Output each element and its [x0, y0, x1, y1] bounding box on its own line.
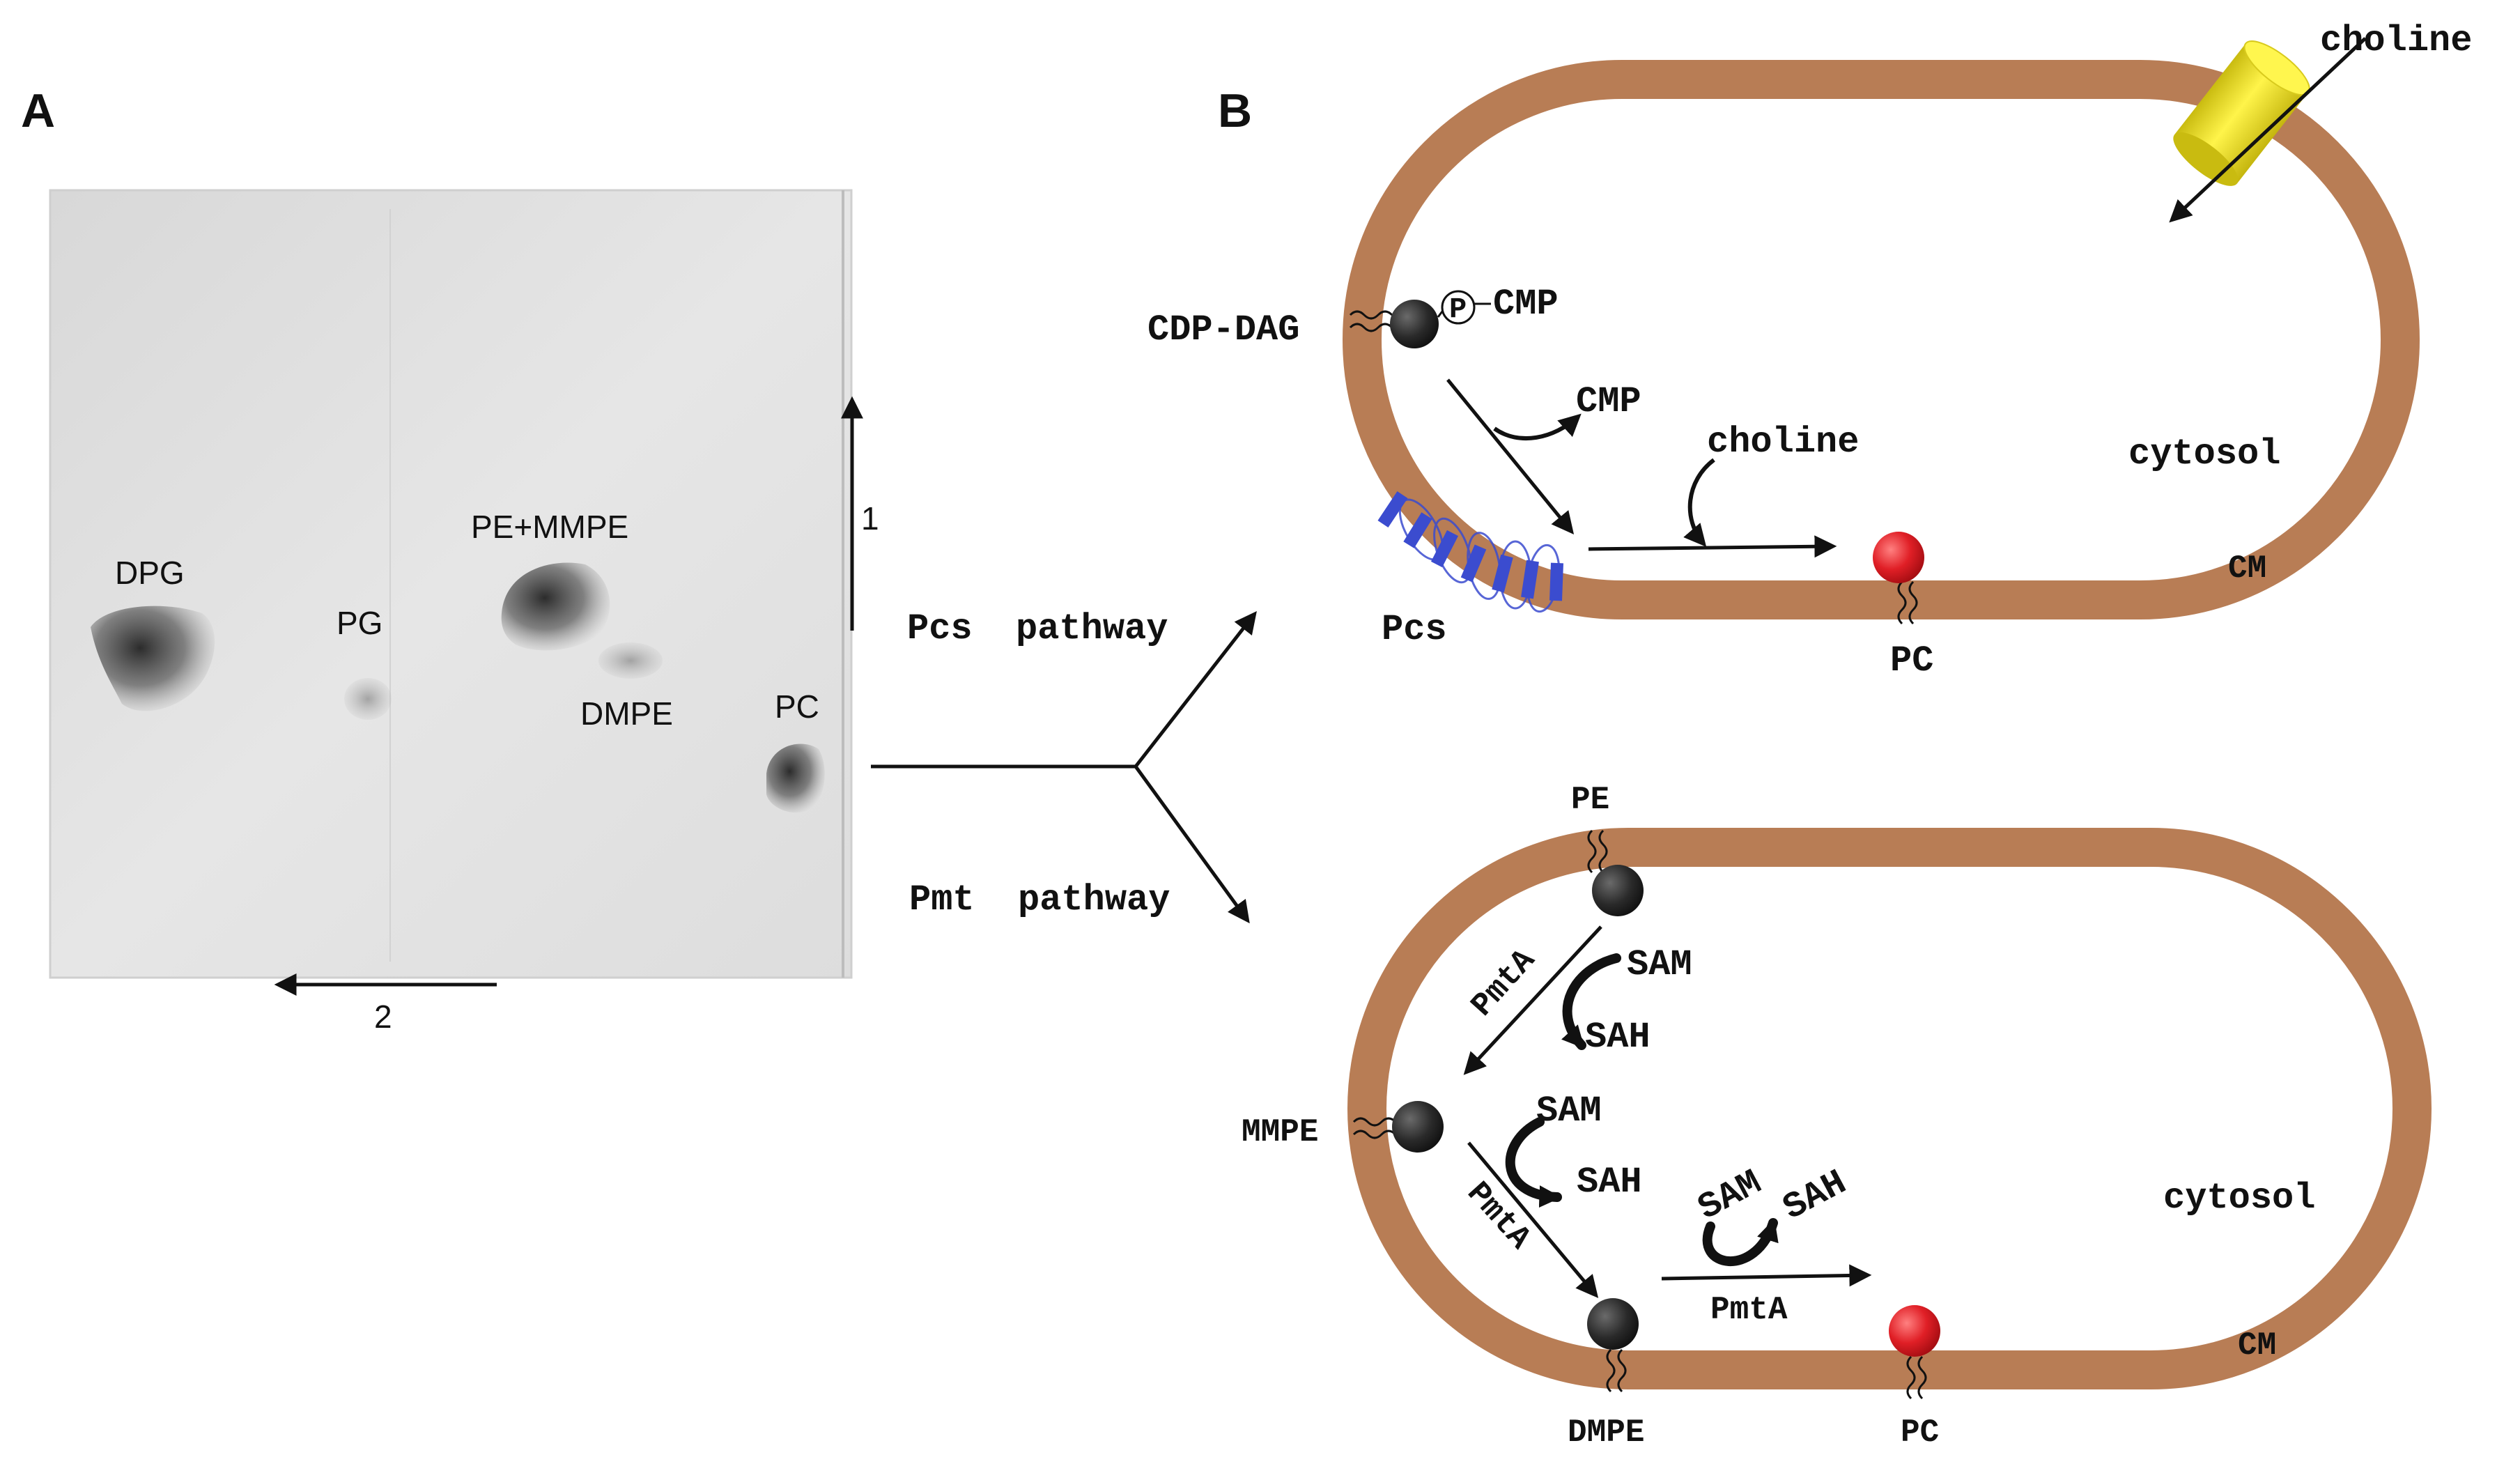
panel-a-letter: A	[21, 84, 55, 137]
pmta-1-label: PmtA	[1464, 942, 1543, 1024]
sah-3-label: SAH	[1777, 1162, 1853, 1229]
bottom-cm-label: CM	[2238, 1327, 2276, 1364]
cdp-dag-lipid	[1349, 290, 1491, 348]
sam-sah-1-arrow	[1561, 953, 1621, 1050]
choline-input-arrow	[1683, 458, 1715, 547]
bottom-cell-membrane	[1347, 828, 2432, 1389]
spot-pg	[344, 678, 392, 720]
sam-3-label: SAM	[1692, 1162, 1768, 1229]
sam-2-label: SAM	[1536, 1091, 1602, 1132]
cmp-release-arrow	[1493, 413, 1582, 440]
mmpe-lipid	[1352, 1101, 1444, 1153]
sam-sah-2-arrow	[1505, 1117, 1562, 1208]
top-cm-label: CM	[2228, 550, 2266, 587]
pcs-label: Pcs	[1382, 609, 1447, 650]
spot-dpg	[91, 606, 215, 711]
mmpe-label: MMPE	[1242, 1114, 1318, 1150]
bottom-pc-lipid	[1889, 1305, 1940, 1400]
cmp-released-label: CMP	[1576, 381, 1641, 422]
label-dpg: DPG	[115, 555, 185, 591]
top-pc-label: PC	[1890, 640, 1933, 681]
pe-label: PE	[1571, 782, 1609, 818]
phosphate-circle	[1441, 290, 1476, 325]
dmpe-label: DMPE	[1568, 1415, 1644, 1451]
dmpe-to-pc-arrow	[1661, 1264, 1872, 1287]
bottom-cytosol-label: cytosol	[2163, 1178, 2315, 1219]
pathway-branch	[871, 610, 1257, 924]
top-cell-membrane	[1343, 60, 2420, 619]
label-dmpe: DMPE	[580, 695, 673, 732]
sam-sah-3-arrow	[1702, 1218, 1779, 1266]
label-pg: PG	[337, 605, 382, 641]
top-pc-lipid	[1873, 532, 1924, 625]
top-cytosol-label: cytosol	[2128, 433, 2280, 475]
pcs-pathway-label: Pcs pathway	[907, 608, 1168, 649]
sam-1-label: SAM	[1627, 944, 1692, 985]
sah-2-label: SAH	[1577, 1162, 1642, 1203]
direction-1-label: 1	[861, 500, 879, 537]
label-pc: PC	[775, 688, 819, 725]
pe-lipid	[1587, 829, 1644, 916]
cdp-dag-label: CDP-DAG	[1147, 309, 1299, 350]
choline-to-pc-arrow	[1588, 535, 1837, 558]
label-pe-mmpe: PE+MMPE	[471, 509, 628, 545]
cmp-attached-label: CMP	[1493, 284, 1559, 325]
bottom-pc-label: PC	[1901, 1415, 1939, 1451]
panel-b-letter: B	[1218, 84, 1252, 137]
cdp-dag-to-pc-arrow	[1446, 378, 1575, 534]
spot-pc	[766, 743, 825, 813]
choline-outside-label: choline	[2320, 20, 2472, 61]
pe-to-mmpe-arrow	[1463, 925, 1602, 1075]
pmt-pathway-label: Pmt pathway	[909, 879, 1170, 920]
choline-uptake-arrow	[2169, 37, 2367, 223]
pmta-3-label: PmtA	[1710, 1292, 1788, 1328]
tlc-plate	[49, 189, 853, 979]
spot-dmpe	[598, 642, 663, 679]
sah-1-label: SAH	[1585, 1017, 1651, 1058]
pcs-enzyme	[1377, 491, 1563, 613]
direction-2-label: 2	[374, 999, 392, 1035]
dmpe-lipid	[1587, 1298, 1639, 1393]
choline-in-label: choline	[1707, 422, 1859, 463]
spot-pe-mmpe	[501, 562, 610, 651]
mmpe-to-dmpe-arrow	[1467, 1141, 1599, 1298]
tlc-spots	[91, 562, 825, 813]
phosphate-label: P	[1449, 293, 1467, 326]
